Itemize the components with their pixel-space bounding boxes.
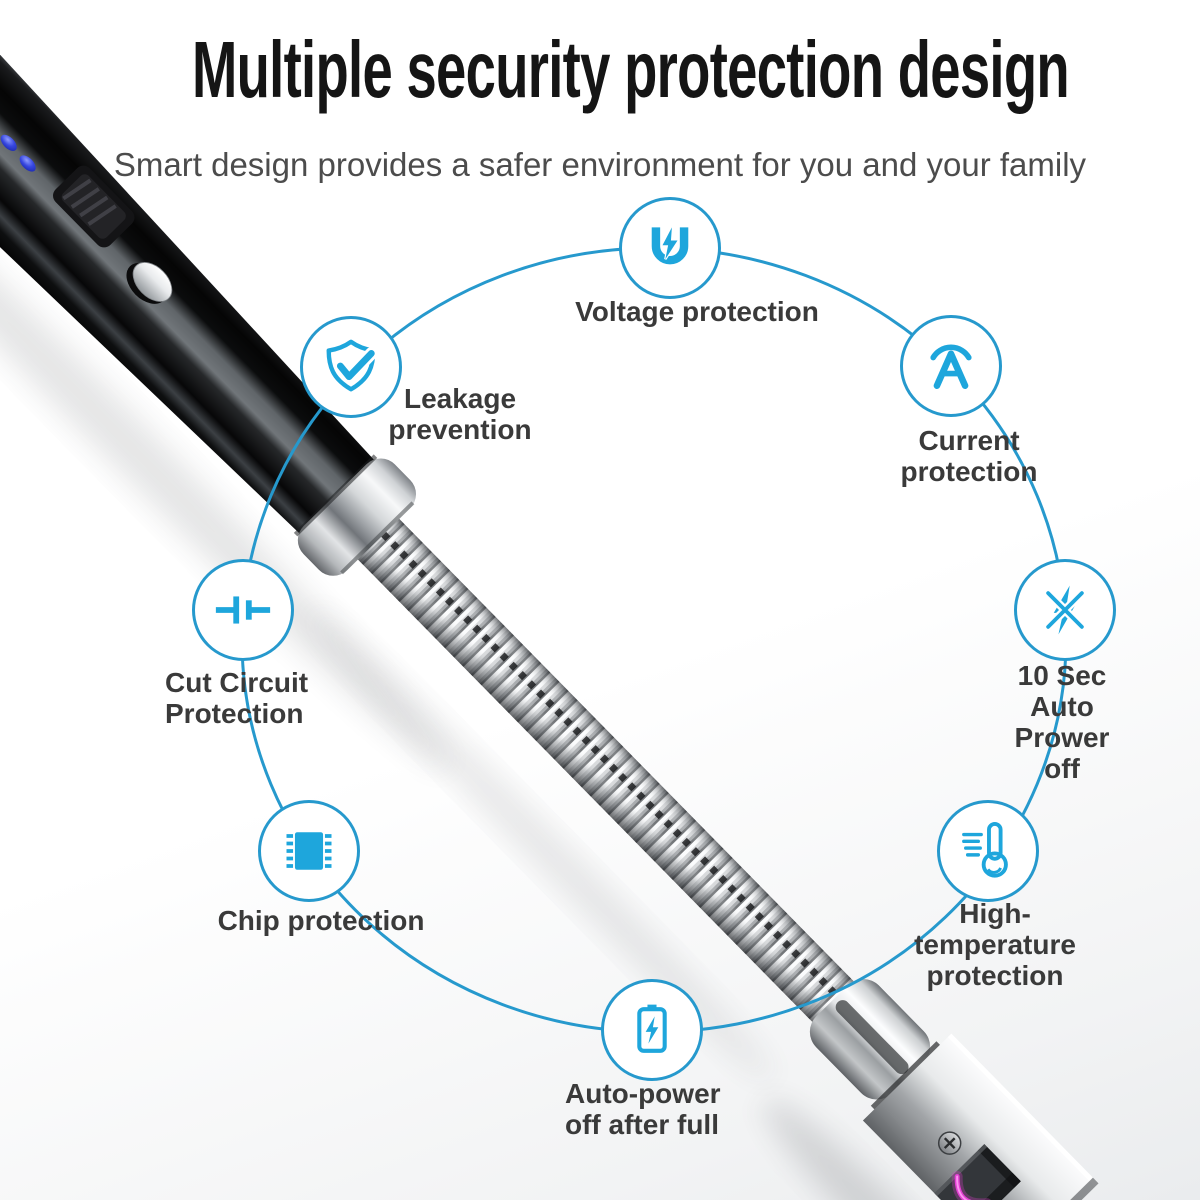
battery-indicator-leds <box>0 134 36 172</box>
ignition-button <box>126 262 173 304</box>
feature-label-10-sec-auto-off: 10 Sec Auto Prower off <box>1014 660 1110 784</box>
metal-collar <box>293 454 417 576</box>
feature-node-high-temperature-protection <box>937 800 1039 902</box>
safety-switch <box>53 165 135 248</box>
cut-circuit-icon <box>215 596 271 624</box>
lighter-handle <box>0 0 383 542</box>
auto-power-off-flash-icon <box>1045 585 1085 635</box>
battery-charged-icon <box>637 1004 667 1053</box>
flexible-metal-neck <box>352 513 862 1031</box>
electrode-screw <box>937 1131 962 1155</box>
feature-node-current-protection <box>900 315 1002 417</box>
feature-label-auto-power-off-full: Auto-power off after full <box>565 1078 721 1140</box>
feature-label-voltage-protection: Voltage protection <box>575 296 819 327</box>
feature-label-high-temperature: High-temperature protection <box>914 898 1076 991</box>
electric-arc <box>951 1170 993 1200</box>
current-protection-icon <box>930 344 972 389</box>
feature-label-chip-protection: Chip protection <box>217 905 425 936</box>
feature-node-voltage-protection <box>619 197 721 299</box>
feature-label-cut-circuit: Cut Circuit Protection <box>165 667 309 729</box>
page-title: Multiple security protection design <box>192 25 1070 114</box>
chip-icon <box>286 832 332 870</box>
neck-ferrule <box>809 978 942 1111</box>
feature-node-cut-circuit-protection <box>192 559 294 661</box>
header: Multiple security protection design Smar… <box>0 0 1200 184</box>
feature-node-leakage-prevention <box>300 316 402 418</box>
feature-node-chip-protection <box>258 800 360 902</box>
leakage-prevention-shield-icon <box>326 339 378 392</box>
voltage-protection-icon <box>651 226 689 265</box>
feature-label-leakage-prevention: Leakage prevention <box>388 383 532 445</box>
feature-label-current-protection: Current protection <box>900 425 1038 487</box>
ignition-head <box>862 1033 1099 1200</box>
page-subtitle: Smart design provides a safer environmen… <box>113 146 1087 183</box>
high-temperature-thermometer-icon <box>962 821 1008 878</box>
feature-node-auto-power-off-after-full <box>601 979 703 1081</box>
feature-node-10-sec-auto-power-off <box>1014 559 1116 661</box>
